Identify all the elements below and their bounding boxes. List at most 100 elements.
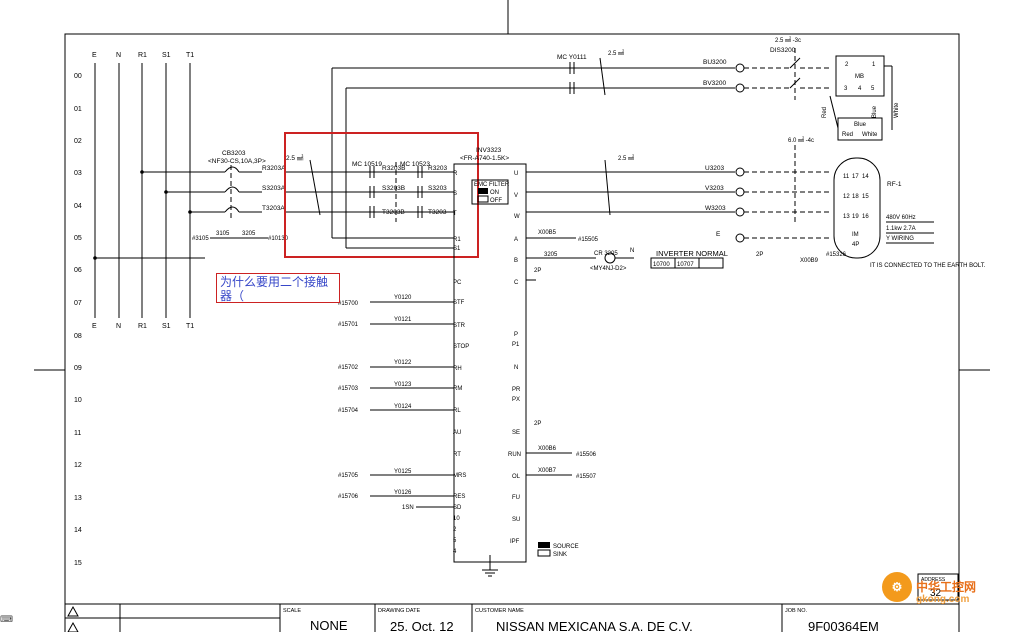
wire-label: T3203 (428, 209, 447, 216)
inverter-terminal: 4 (453, 549, 457, 555)
two-p: 2P (534, 421, 541, 427)
inverter-terminal: RT (453, 452, 461, 458)
contactor-2-tag: MC 10523 (400, 161, 430, 168)
date-label: DRAWING DATE (378, 608, 420, 614)
inverter-terminal: IPF (510, 539, 520, 545)
input-num: #15703 (338, 386, 359, 392)
node-number: #15506 (576, 452, 597, 458)
inverter-terminal: W (514, 214, 520, 220)
two-p: 2P (756, 252, 763, 258)
status-outputs: 2P X00B6 #15506 X00B7 #15507 SOURCE SINK (526, 421, 597, 558)
inverter-terminal: N (514, 365, 518, 371)
power-rails (94, 63, 191, 318)
revision-triangle-icon (67, 605, 79, 632)
brake-feed: MC Y0111 2.5 ㎟ BU3200 BV3200 (331, 49, 790, 249)
wire-label: S3203A (262, 185, 286, 192)
row-numbers: 00 01 02 03 04 05 06 07 08 09 10 11 12 1… (74, 73, 82, 567)
job-label: JOB NO. (785, 608, 807, 614)
node-label: X00B9 (800, 258, 819, 264)
ground-left: 3105 (216, 231, 230, 237)
annotation-note: 为什么要用二个接触器（ (216, 273, 340, 303)
inverter-terminal: OL (512, 474, 521, 480)
inverter-terminal: T (453, 211, 457, 217)
inverter-terminal: B (514, 258, 518, 264)
row-number: 15 (74, 560, 82, 567)
motor-terminal: 15 (862, 194, 869, 200)
gear-logo-icon: ⚙ (882, 572, 912, 602)
node-label: X00B6 (538, 446, 557, 452)
motor-terminal: 12 (843, 194, 850, 200)
motor-im: IM (852, 232, 859, 238)
input-signal: Y0124 (394, 404, 412, 410)
motor-terminal: 13 (843, 214, 850, 220)
motor-terminal: 18 (852, 194, 859, 200)
brake-term: 5 (871, 86, 875, 92)
emc-off: OFF (490, 198, 502, 204)
inverter-terminal: S (453, 191, 457, 197)
inverter-terminal: 10 (453, 516, 460, 522)
emc-title: EMC FILTER (474, 182, 510, 188)
wire-size: 2.5 ㎟ (618, 154, 634, 162)
rail-label: S1 (162, 52, 171, 59)
row-number: 08 (74, 333, 82, 340)
node-label: X00B5 (538, 230, 557, 236)
inverter-terminal: PX (512, 397, 520, 403)
row-number: 02 (74, 138, 82, 145)
contactor-1-tag: MC 10519 (352, 161, 382, 168)
wire-label: R3203 (428, 165, 448, 172)
wire-label: V3203 (705, 185, 724, 192)
breaker-output-labels: R3203A S3203A T3203A 2.5 ㎟ (262, 153, 304, 212)
brake-wire-color: White (862, 132, 878, 138)
input-num: #15702 (338, 365, 359, 371)
inverter-terminal: RUN (508, 452, 521, 458)
top-contact-tag: MC Y0111 (557, 54, 587, 61)
rail-label: R1 (138, 52, 147, 59)
scale-label: SCALE (283, 608, 301, 614)
inverter-normal-table: INVERTER NORMAL 10700 10707 2P X00B9 #15… (650, 249, 847, 269)
motor-spec: 1.1kw 2.7A (886, 226, 916, 232)
brake-term: 1 (872, 62, 876, 68)
relay-tag: CR 3205 (594, 251, 618, 257)
inverter-model: <FR-A740-1.5K> (460, 155, 509, 162)
motor-poles: 4P (852, 242, 859, 248)
watermark-cn: 中华工控网 (916, 580, 977, 594)
customer-value: NISSAN MEXICANA S.A. DE C.V. (496, 619, 693, 632)
normal-cell: 10707 (677, 262, 694, 268)
motor-cable: 6.0 ㎟ -4c (788, 136, 814, 144)
drawing-frame (64, 33, 960, 632)
wire-label: S3203B (382, 185, 405, 192)
ground-num-in: #3105 (192, 236, 209, 242)
wire-label: W3203 (705, 205, 726, 212)
date-value: 25. Oct. 12 (390, 619, 454, 632)
row-number: 03 (74, 170, 82, 177)
inverter-terminal: STF (453, 300, 465, 306)
inverter-terminal: R (453, 171, 458, 177)
inverter-terminal: FU (512, 495, 520, 501)
two-p: 2P (534, 268, 541, 274)
inverter-terminal: RM (453, 386, 462, 392)
wire-label: 3205 (544, 252, 558, 258)
inverter-terminal: SE (512, 430, 520, 436)
rail-labels-top: E N R1 S1 T1 (92, 52, 194, 59)
ground-num-out: #10130 (268, 236, 289, 242)
row-number: 09 (74, 365, 82, 372)
input-num: #15705 (338, 473, 359, 479)
job-value: 9F00364EM (808, 619, 879, 632)
customer-label: CUSTOMER NAME (475, 608, 524, 614)
disconnect-tag: DIS3200 (770, 47, 796, 54)
address-label: ADDRESS (921, 577, 946, 583)
motor-spec: 480V 60Hz (886, 215, 916, 221)
inverter-terminal: U (514, 171, 518, 177)
row-number: 06 (74, 267, 82, 274)
disconnect-size: 2.5 ㎟ -3c (775, 36, 801, 44)
emc-on: ON (490, 190, 499, 196)
brake-wire-color: Blue (872, 105, 878, 118)
motor-spec: Y WIRING (886, 236, 914, 242)
contactor-pair: MC 10519 MC 10523 R3203B S3203B T3203B R… (345, 161, 448, 222)
breaker-tag: CB3203 (222, 150, 246, 157)
inverter-terminal: 5 (453, 538, 457, 544)
source-label: SOURCE (553, 544, 579, 550)
address-value: 32 (930, 588, 942, 599)
input-signal: Y0123 (394, 382, 412, 388)
